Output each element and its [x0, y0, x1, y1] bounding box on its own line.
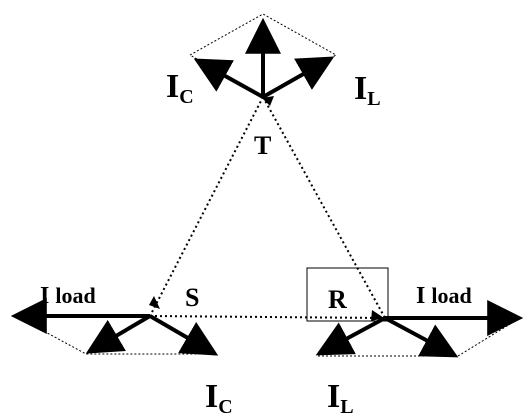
label-ic-top: IC	[166, 68, 194, 108]
top-il-arrow	[262, 56, 335, 99]
left-phasor-group	[10, 298, 219, 356]
edge-t-r	[262, 96, 386, 319]
right-ic-arrow	[384, 316, 459, 358]
right-phasor-group	[315, 300, 524, 358]
top-ic-arrow	[193, 58, 264, 99]
edge-s-r	[149, 315, 386, 319]
arrowhead-near-t	[262, 96, 274, 106]
r-box	[306, 267, 389, 322]
triangle-edges	[149, 96, 386, 319]
label-r: R	[328, 285, 347, 314]
label-ic-bottom: IC	[205, 378, 233, 418]
top-phasor-group	[189, 13, 338, 99]
label-il-bottom: IL	[327, 378, 354, 418]
label-s: S	[185, 283, 200, 312]
edge-t-s	[149, 96, 264, 317]
left-ic-arrow	[85, 314, 152, 354]
label-t: T	[254, 131, 272, 160]
label-iload-right: I load	[416, 283, 472, 309]
label-iload-left: I load	[40, 283, 96, 309]
left-il-arrow	[148, 314, 219, 356]
label-il-top: IL	[354, 70, 381, 110]
arrowhead-near-s	[149, 296, 160, 309]
right-il-arrow	[315, 316, 386, 356]
